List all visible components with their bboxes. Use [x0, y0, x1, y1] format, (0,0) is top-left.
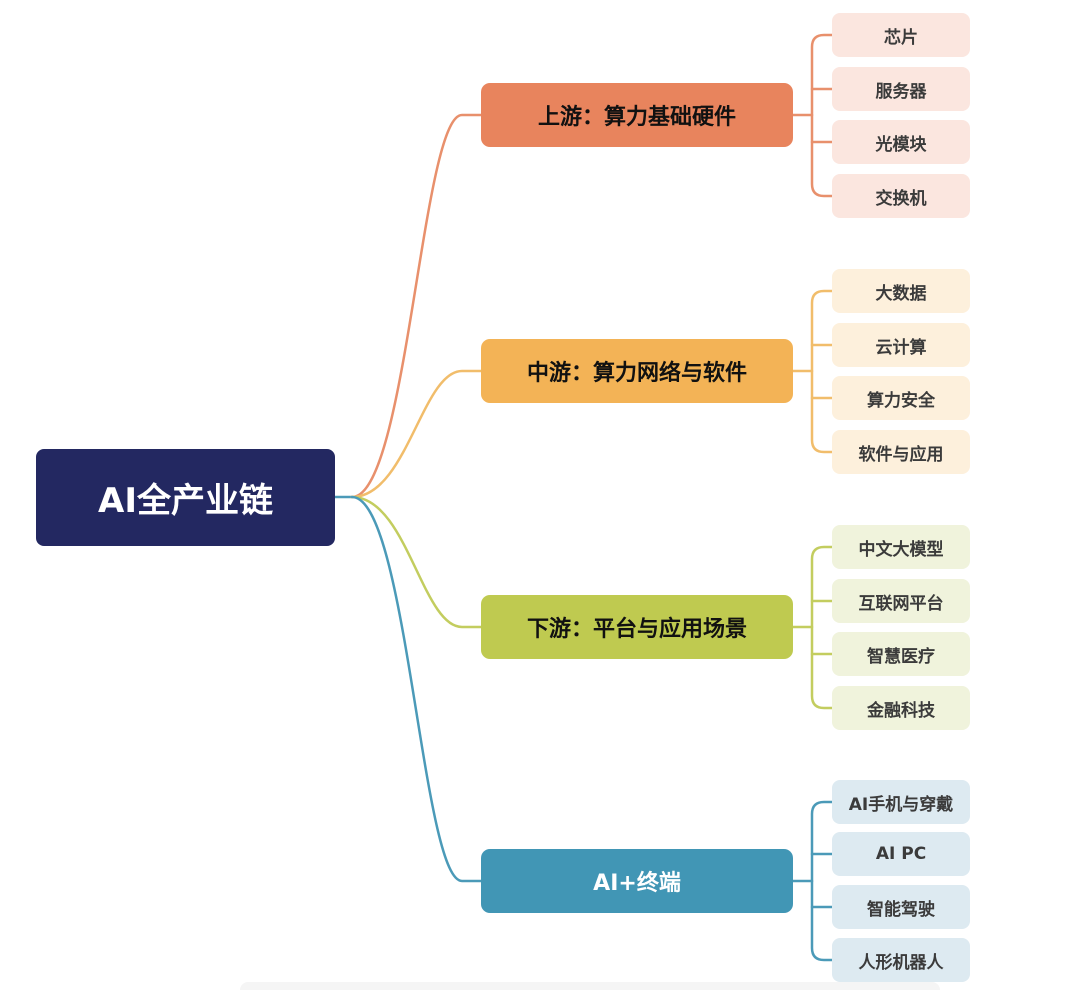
branch-connector	[350, 369, 483, 499]
leaf-upstream: 交换机	[832, 174, 970, 218]
leaf-upstream: 服务器	[832, 67, 970, 111]
leaf-label: 互联网平台	[858, 593, 944, 614]
branch-ai-terminal-label: AI+终端	[593, 871, 681, 896]
leaf-label: 芯片	[884, 27, 918, 48]
leaf-label: 算力安全	[867, 390, 935, 411]
leaf-ai-terminal: AI手机与穿戴	[832, 780, 970, 824]
branch-downstream: 下游：平台与应用场景	[481, 595, 793, 659]
leaf-upstream: 光模块	[832, 120, 970, 164]
root-node: AI全产业链	[36, 449, 335, 546]
leaf-downstream: 中文大模型	[832, 525, 970, 569]
leaf-upstream: 芯片	[832, 13, 970, 57]
leaf-downstream: 金融科技	[832, 686, 970, 730]
bottom-edge-shadow	[240, 982, 940, 990]
leaf-spine	[810, 33, 834, 198]
branch-upstream-label: 上游：算力基础硬件	[537, 105, 736, 130]
leaf-spine	[810, 289, 834, 454]
leaf-label: 光模块	[875, 134, 927, 155]
leaf-label: 大数据	[875, 283, 927, 304]
leaf-ai-terminal: 智能驾驶	[832, 885, 970, 929]
leaf-label: 智能驾驶	[867, 899, 935, 920]
leaf-label: 服务器	[875, 81, 927, 102]
leaf-midstream: 大数据	[832, 269, 970, 313]
leaf-downstream: 智慧医疗	[832, 632, 970, 676]
leaf-label: AI手机与穿戴	[848, 794, 954, 815]
leaf-ai-terminal: 人形机器人	[832, 938, 970, 982]
leaf-downstream: 互联网平台	[832, 579, 970, 623]
branch-ai-terminal: AI+终端	[481, 849, 793, 913]
leaf-label: 交换机	[875, 188, 927, 209]
branch-connector	[350, 495, 483, 883]
leaf-label: 智慧医疗	[867, 646, 935, 667]
branch-midstream-label: 中游：算力网络与软件	[526, 361, 747, 386]
leaf-ai-terminal: AI PC	[832, 832, 970, 876]
root-label: AI全产业链	[98, 481, 273, 521]
branch-connector	[350, 495, 483, 629]
branch-connector	[350, 113, 483, 499]
leaf-midstream: 算力安全	[832, 376, 970, 420]
leaf-label: 金融科技	[867, 700, 935, 721]
leaf-label: 软件与应用	[858, 444, 944, 465]
leaf-label: AI PC	[875, 844, 927, 864]
leaf-midstream: 软件与应用	[832, 430, 970, 474]
branch-upstream: 上游：算力基础硬件	[481, 83, 793, 147]
branch-downstream-label: 下游：平台与应用场景	[526, 617, 747, 642]
leaf-label: 中文大模型	[858, 539, 944, 560]
branch-midstream: 中游：算力网络与软件	[481, 339, 793, 403]
leaf-spine	[810, 800, 834, 962]
leaf-label: 人形机器人	[858, 952, 944, 973]
leaf-spine	[810, 545, 834, 710]
leaf-midstream: 云计算	[832, 323, 970, 367]
leaf-label: 云计算	[875, 337, 927, 358]
